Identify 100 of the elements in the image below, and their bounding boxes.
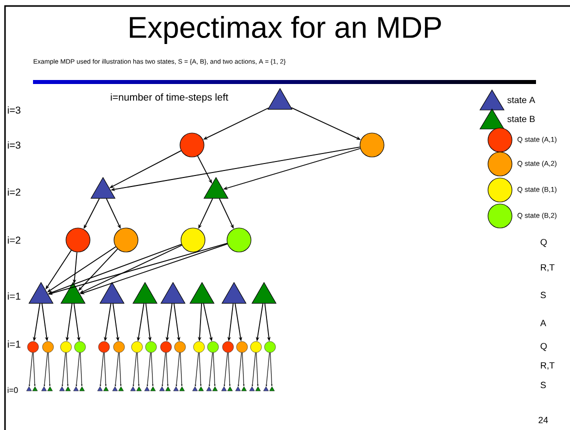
state-triangle — [47, 386, 53, 392]
state-triangle — [212, 386, 218, 392]
arrow — [136, 352, 140, 386]
arrow — [194, 352, 199, 386]
arrow — [238, 352, 242, 386]
state-triangle — [97, 386, 103, 392]
row-label: i=2 — [8, 188, 20, 196]
arrow — [32, 352, 36, 386]
state-triangle — [136, 386, 142, 392]
arrow — [80, 352, 82, 386]
q-state-circle — [174, 341, 186, 353]
arrow — [228, 352, 230, 386]
arrow — [224, 352, 228, 386]
state-triangle — [221, 386, 227, 392]
arrow — [146, 352, 151, 386]
side-letter: R,T — [540, 264, 554, 272]
q-state-circle — [27, 341, 39, 353]
arrow — [180, 352, 182, 386]
arrow — [176, 352, 180, 386]
state-triangle — [65, 386, 71, 392]
note: i=number of time-steps left — [110, 93, 228, 103]
state-triangle — [249, 386, 255, 392]
state-triangle — [130, 386, 136, 392]
q-state-circle — [264, 341, 276, 353]
arrow — [132, 352, 137, 386]
state-triangle — [198, 386, 204, 392]
q-state-circle — [180, 132, 204, 158]
state-triangle — [255, 386, 261, 392]
state-triangle — [112, 386, 118, 392]
state-triangle — [144, 386, 150, 392]
arrow — [212, 352, 216, 386]
state-triangle — [118, 386, 124, 392]
arrow — [76, 352, 80, 386]
state-triangle — [59, 386, 65, 392]
q-state-circle — [131, 341, 143, 353]
state-triangle — [206, 386, 212, 392]
state-triangle — [173, 386, 179, 392]
side-letter: S — [540, 292, 546, 298]
arrow — [118, 352, 122, 386]
state-triangle — [159, 386, 165, 392]
arrow — [266, 352, 270, 386]
q-state-circle — [114, 228, 138, 252]
arrow — [100, 352, 104, 386]
arrow — [166, 352, 168, 386]
q-state-circle — [60, 341, 72, 353]
legend-label: state B — [507, 116, 535, 122]
arrow — [242, 352, 244, 386]
arrow — [104, 352, 106, 386]
title: Expectimax for an MDP — [130, 16, 441, 44]
q-state-circle — [207, 341, 219, 353]
state-triangle — [192, 386, 198, 392]
row-label: i=2 — [8, 236, 20, 244]
q-state-circle — [236, 341, 248, 353]
state-triangle — [241, 386, 247, 392]
arrow — [62, 352, 66, 386]
row-label: i=0 — [8, 387, 18, 393]
state-triangle — [41, 386, 47, 392]
q-state-circle — [180, 228, 206, 252]
q-state-circle — [222, 341, 234, 353]
side-letter: R,T — [540, 362, 554, 370]
page-number: 24 — [538, 416, 548, 424]
state-triangle — [79, 386, 85, 392]
row-label: i=3 — [8, 141, 20, 149]
arrow — [48, 352, 50, 386]
q-state-circle — [250, 341, 262, 353]
q-state-circle — [145, 341, 157, 353]
state-triangle — [150, 386, 156, 392]
arrow — [114, 352, 119, 386]
arrow — [66, 352, 68, 386]
arrow — [208, 352, 213, 386]
arrow — [256, 352, 258, 386]
arrow — [44, 352, 48, 386]
state-triangle — [263, 386, 269, 392]
side-letter: S — [540, 382, 546, 388]
state-triangle — [32, 386, 38, 392]
arrow — [28, 352, 33, 386]
q-state-circle — [360, 132, 384, 158]
side-letter: A — [540, 320, 546, 326]
state-triangle — [235, 386, 241, 392]
legend-label: state A — [507, 96, 536, 104]
state-triangle — [26, 386, 32, 392]
arrow — [162, 352, 166, 386]
q-state-circle — [226, 228, 252, 252]
side-letter: Q — [540, 239, 547, 247]
arrow — [270, 352, 272, 386]
row-label: i=3 — [8, 106, 20, 114]
q-state-circle — [98, 341, 110, 353]
state-triangle — [103, 386, 109, 392]
arrow — [150, 352, 154, 386]
q-state-circle — [160, 341, 172, 353]
state-triangle — [179, 386, 185, 392]
q-state-circle — [74, 341, 86, 353]
side-letter: Q — [540, 343, 547, 351]
arrow — [252, 352, 256, 386]
state-triangle — [227, 386, 233, 392]
q-state-circle — [193, 341, 205, 353]
row-label: i=1 — [8, 340, 20, 348]
state-triangle — [165, 386, 171, 392]
state-triangle — [73, 386, 79, 392]
q-state-circle — [66, 228, 90, 252]
